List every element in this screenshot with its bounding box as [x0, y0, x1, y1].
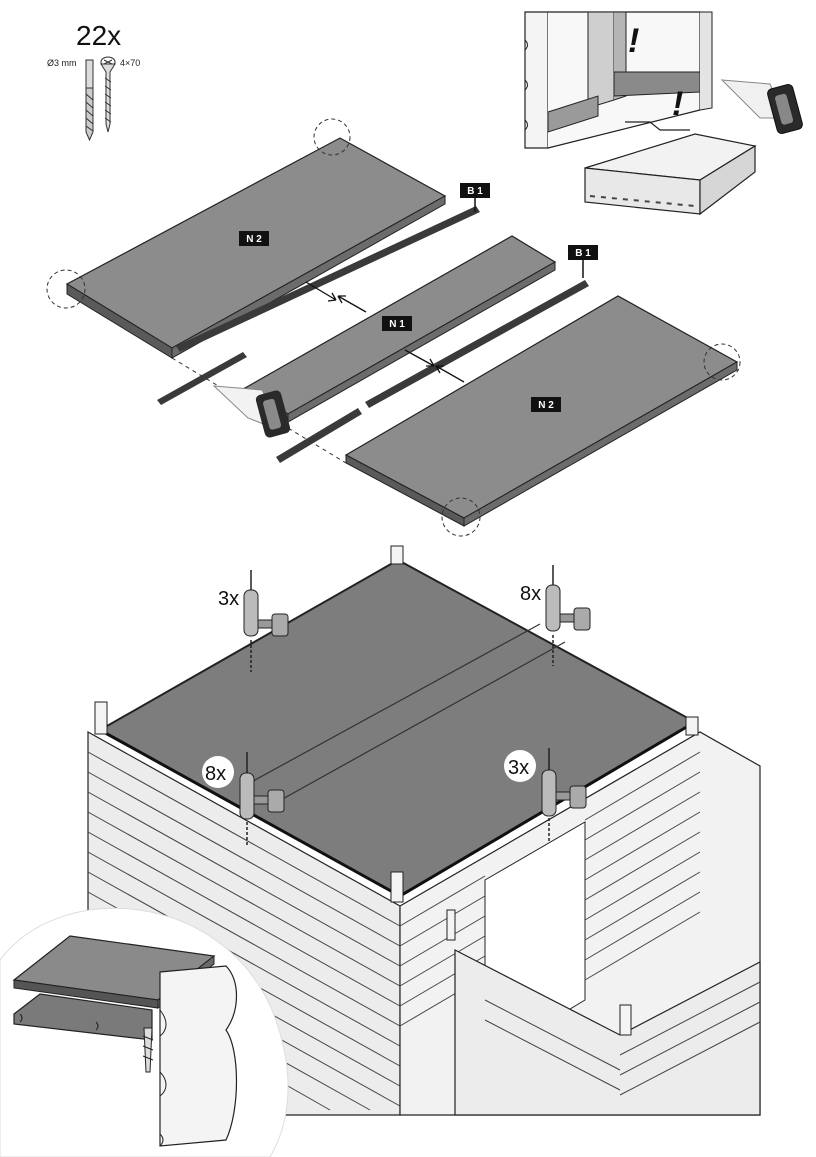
- drill-icon: [239, 752, 285, 846]
- panel-tag: [382, 316, 412, 331]
- batten-label-lower: B 1: [575, 248, 591, 259]
- clip-icon: [255, 390, 291, 438]
- screw-spec: 22x Ø3 mm 4×70: [47, 20, 140, 142]
- panel-middle-label: N 1: [389, 319, 405, 330]
- batten-tag: [568, 245, 598, 260]
- drill-count: 8x: [520, 583, 541, 605]
- warning-icon: !: [628, 22, 639, 60]
- panel-right-label: N 2: [538, 400, 554, 411]
- drill-bit-icon: [85, 59, 94, 142]
- panel-tag: [531, 397, 561, 412]
- floor-panels: N 2 N 1 N 2 B 1: [46, 118, 741, 537]
- drill-size-label: Ø3 mm: [47, 58, 77, 68]
- drill-icon: [541, 748, 587, 842]
- batten-label-upper: B 1: [467, 186, 483, 197]
- drill-callout-back-right: 8x: [520, 565, 591, 666]
- drill-count: 3x: [508, 757, 529, 779]
- drill-callout-front-left: 8x: [202, 752, 285, 846]
- drill-icon: [545, 565, 591, 666]
- warning-icon: !: [672, 85, 683, 123]
- corner-zoom-detail: [0, 907, 289, 1157]
- drill-callout-front-right: 3x: [504, 748, 587, 842]
- corner-detail-icon: [46, 118, 741, 537]
- panel-right: N 2: [344, 295, 739, 527]
- drill-count: 3x: [218, 588, 239, 610]
- screw-quantity: 22x: [76, 20, 121, 51]
- panel-tag: [239, 231, 269, 246]
- top-right-detail: ! !: [524, 11, 803, 216]
- screw-icon: [100, 56, 116, 133]
- screw-size-label: 4×70: [120, 58, 140, 68]
- batten-tag: [460, 183, 490, 198]
- drill-icon: [243, 570, 289, 672]
- drill-count: 8x: [205, 763, 226, 785]
- drill-callout-back-left: 3x: [218, 570, 289, 672]
- clip-icon: [767, 84, 803, 134]
- battens: [157, 206, 589, 463]
- panel-left-label: N 2: [246, 234, 262, 245]
